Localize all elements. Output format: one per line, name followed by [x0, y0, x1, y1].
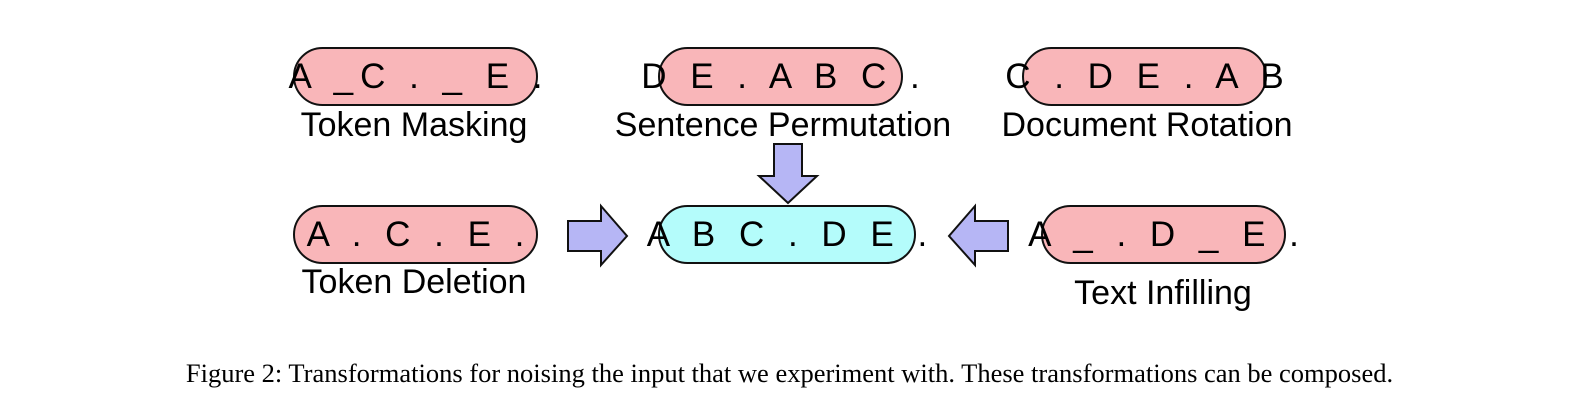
token-masking-box: A _C . _ E . — [288, 47, 543, 106]
token-deletion-sequence: A . C . E . — [306, 214, 532, 254]
right-arrow-icon — [567, 203, 629, 268]
token-deletion-label: Token Deletion — [301, 263, 527, 301]
text-infilling-box: A _ . D _ E . — [1028, 205, 1299, 264]
document-rotation-sequence: C . D E . A B — [1005, 56, 1291, 96]
document-rotation-box: C . D E . A B — [1005, 47, 1284, 106]
document-rotation-label: Document Rotation — [1001, 106, 1293, 144]
text-infilling-label: Text Infilling — [1074, 274, 1252, 312]
left-arrow-icon — [947, 203, 1009, 268]
token-deletion-box: A . C . E . — [293, 205, 538, 264]
figure-caption: Figure 2: Transformations for noising th… — [185, 358, 1394, 388]
sentence-permutation-label: Sentence Permutation — [614, 106, 952, 144]
down-arrow-icon — [756, 143, 820, 205]
token-masking-sequence: A _C . _ E . — [288, 56, 550, 96]
token-masking-label: Token Masking — [300, 106, 528, 144]
original-text-sequence: A B C . D E . — [646, 214, 935, 254]
text-infilling-sequence: A _ . D _ E . — [1028, 214, 1306, 254]
sentence-permutation-box: D E . A B C . — [641, 47, 920, 106]
original-text-box: A B C . D E . — [647, 205, 927, 264]
sentence-permutation-sequence: D E . A B C . — [641, 56, 927, 96]
